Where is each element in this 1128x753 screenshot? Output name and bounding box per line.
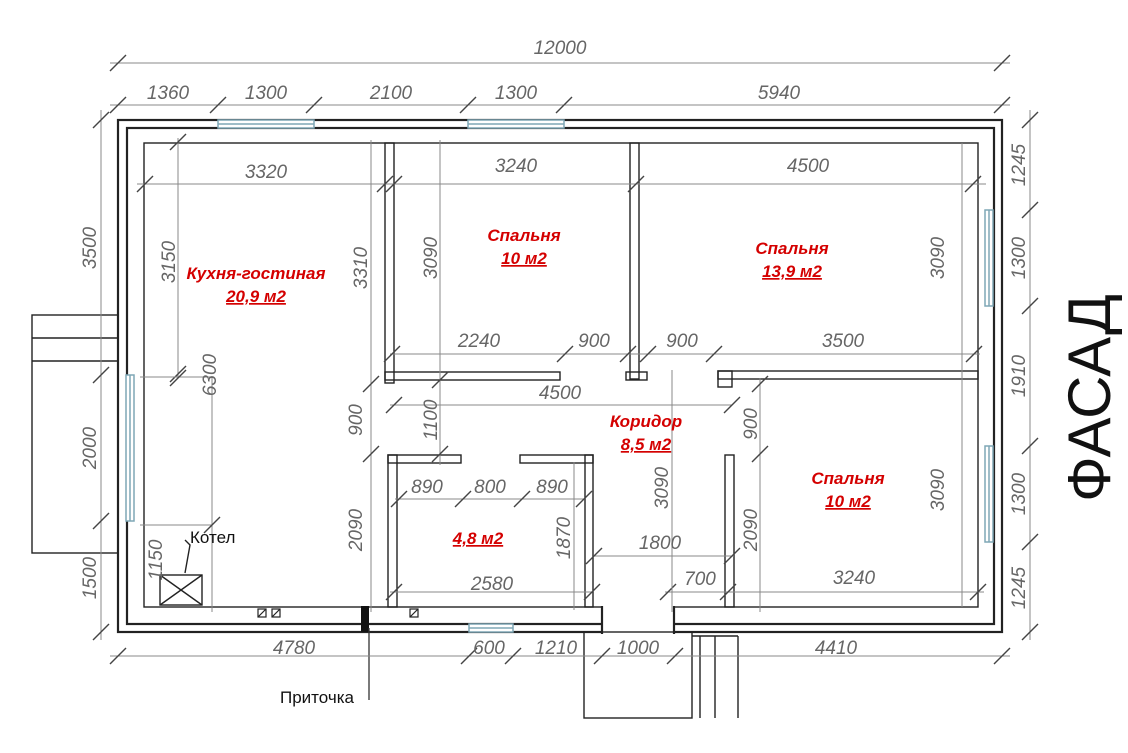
dim-left-3: 1500 — [80, 556, 101, 599]
dim-bottom-5: 4410 — [815, 638, 858, 659]
dim-bath-h: 1870 — [554, 516, 575, 559]
window-top-kitchen — [217, 119, 315, 129]
windows — [125, 119, 994, 633]
dim-bed3-width: 3240 — [833, 568, 876, 589]
bed1-area: 10 м2 — [501, 249, 547, 268]
dim-v-900-right: 900 — [741, 408, 762, 440]
dim-bath-b: 800 — [474, 477, 506, 498]
dim-bottom-1: 4780 — [273, 638, 316, 659]
porch — [583, 631, 739, 719]
room-labels: Кухня-гостиная 20,9 м2 Спальня 10 м2 Спа… — [186, 226, 884, 548]
bed1-name: Спальня — [487, 226, 560, 245]
bed3-name: Спальня — [811, 469, 884, 488]
dim-bottom-2: 600 — [473, 638, 505, 659]
dim-top-1: 1360 — [147, 83, 190, 104]
side-steps — [31, 314, 119, 554]
dim-kitchen-partition: 3310 — [351, 246, 372, 289]
dim-v-2090-left: 2090 — [346, 508, 367, 552]
sockets — [257, 608, 419, 618]
window-right-bed2 — [984, 209, 994, 307]
dim-corr-3090: 3090 — [652, 466, 673, 509]
dim-kitchen-h1: 3150 — [159, 240, 180, 283]
dim-v-2090-right: 2090 — [741, 508, 762, 552]
bed3-area: 10 м2 — [825, 492, 871, 511]
dim-total-width: 12000 — [534, 38, 587, 59]
dim-v-900-left: 900 — [346, 404, 367, 436]
dim-corr-1800: 1800 — [639, 533, 682, 554]
dim-v-1100: 1100 — [421, 399, 442, 440]
dim-bed1-width: 3240 — [495, 156, 538, 177]
dim-bottom-3: 1210 — [535, 638, 578, 659]
bed2-name: Спальня — [755, 239, 828, 258]
dim-corr-700: 700 — [684, 569, 716, 590]
corridor-name: Коридор — [610, 412, 682, 431]
dim-top-2: 1300 — [245, 83, 288, 104]
kitchen-name: Кухня-гостиная — [186, 264, 325, 283]
dim-bath-width: 2580 — [470, 574, 514, 595]
dim-left-2: 2000 — [80, 426, 101, 470]
interior-walls — [384, 142, 979, 634]
dim-corridor-c: 900 — [666, 331, 698, 352]
dim-corridor-d: 3500 — [822, 331, 865, 352]
dim-bottom-4: 1000 — [617, 638, 660, 659]
boiler — [159, 539, 203, 606]
dim-bed2-width: 4500 — [787, 156, 830, 177]
bed2-area: 13,9 м2 — [762, 262, 822, 281]
dim-bed2-h: 3090 — [928, 236, 949, 279]
dim-right-5: 1245 — [1009, 566, 1030, 609]
window-left-kitchen — [125, 374, 135, 522]
bathroom-area: 4,8 м2 — [452, 529, 504, 548]
dim-right-2: 1300 — [1009, 236, 1030, 279]
dim-kitchen-h3: 1150 — [146, 539, 167, 580]
corridor-area: 8,5 м2 — [621, 435, 672, 454]
window-top-bedroom — [467, 119, 565, 129]
dim-left-1: 3500 — [80, 226, 101, 269]
dim-top-5: 5940 — [758, 83, 801, 104]
dimension-lines — [92, 54, 1039, 665]
dim-bed1-h: 3090 — [421, 236, 442, 279]
dim-top-4: 1300 — [495, 83, 538, 104]
window-bottom-bath — [468, 623, 514, 633]
dim-corridor-width: 4500 — [539, 383, 582, 404]
dim-bath-c: 890 — [536, 477, 568, 498]
dim-right-3: 1910 — [1009, 354, 1030, 397]
dim-bed3-h: 3090 — [928, 468, 949, 511]
dim-right-4: 1300 — [1009, 472, 1030, 515]
dim-corridor-a: 2240 — [457, 331, 501, 352]
inlet-vent — [361, 606, 370, 700]
dim-kitchen-h2: 6300 — [200, 353, 221, 396]
dimension-text: 12000 1360 1300 2100 1300 5940 4780 600 … — [80, 38, 1030, 659]
dim-kitchen-width: 3320 — [245, 162, 288, 183]
dim-right-1: 1245 — [1009, 143, 1030, 186]
dim-corridor-b: 900 — [578, 331, 610, 352]
boiler-label: Котел — [190, 528, 235, 547]
kitchen-area: 20,9 м2 — [225, 287, 286, 306]
facade-label: ФАСАД — [1056, 294, 1123, 502]
dim-top-3: 2100 — [369, 83, 413, 104]
window-right-bed3 — [984, 445, 994, 543]
dim-bath-a: 890 — [411, 477, 443, 498]
inlet-label: Приточка — [280, 688, 355, 707]
